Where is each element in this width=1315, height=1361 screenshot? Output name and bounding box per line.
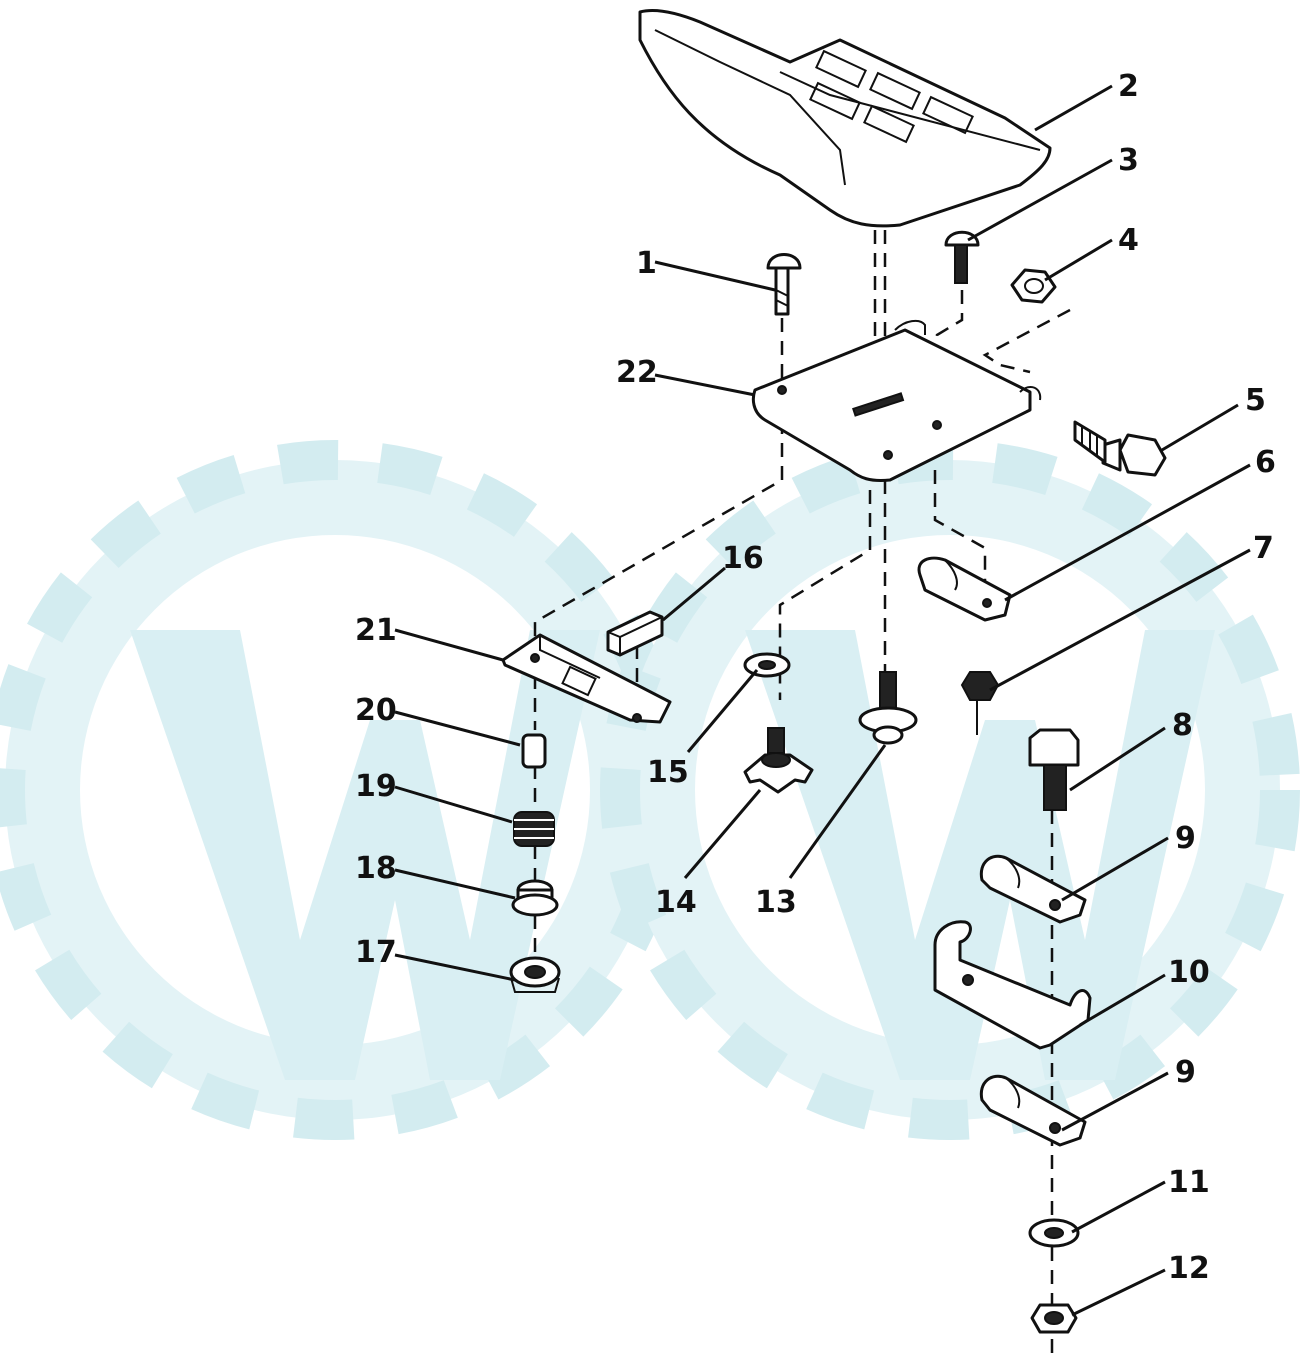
flange-nut-lower — [509, 956, 561, 993]
callout-22: 22 — [616, 355, 658, 390]
callout-7: 7 — [1253, 531, 1274, 566]
hex-bolt-vertical — [1028, 728, 1080, 811]
wing-knob — [743, 727, 814, 794]
seat-hinge-plate — [751, 319, 1042, 482]
callout-14: 14 — [655, 885, 697, 920]
clip-lower — [979, 1074, 1087, 1147]
clip-upper — [979, 854, 1087, 924]
callout-11: 11 — [1168, 1165, 1210, 1200]
clip-bracket-upper — [917, 556, 1012, 622]
hex-bolt-side — [1073, 420, 1167, 477]
seat-bracket — [933, 920, 1092, 1050]
callout-21: 21 — [355, 613, 397, 648]
callout-19: 19 — [355, 769, 397, 804]
callout-12: 12 — [1168, 1251, 1210, 1286]
callout-labels: 1 2 3 4 5 6 7 8 9 10 9 11 12 13 14 15 16… — [355, 69, 1276, 1286]
carriage-bolt — [766, 253, 802, 316]
hex-nut-top — [1010, 268, 1057, 304]
seat — [638, 8, 1052, 228]
bushing — [511, 879, 559, 917]
shoulder-stud — [858, 671, 918, 745]
nut-lower — [1030, 1303, 1078, 1334]
pin — [521, 733, 547, 769]
switch-bracket — [501, 633, 672, 724]
callout-6: 6 — [1255, 445, 1276, 480]
washer-lower — [1028, 1218, 1080, 1248]
callout-17: 17 — [355, 935, 397, 970]
callout-13: 13 — [755, 885, 797, 920]
callout-10: 10 — [1168, 955, 1210, 990]
callout-3: 3 — [1118, 143, 1139, 178]
callout-20: 20 — [355, 693, 397, 728]
callout-8: 8 — [1172, 708, 1193, 743]
spring — [513, 811, 555, 847]
callout-9-upper: 9 — [1175, 821, 1196, 856]
watermark-gear-right — [600, 440, 1300, 1140]
callout-16: 16 — [722, 541, 764, 576]
callout-1: 1 — [636, 246, 657, 281]
watermark-logo — [0, 440, 1300, 1140]
seat-switch — [606, 610, 664, 657]
carriage-bolt-rear — [944, 230, 980, 284]
callout-18: 18 — [355, 851, 397, 886]
callout-5: 5 — [1245, 383, 1266, 418]
leader-lines — [394, 84, 1251, 1317]
watermark-gear-left — [0, 440, 685, 1140]
callout-2: 2 — [1118, 69, 1139, 104]
callout-9-lower: 9 — [1175, 1055, 1196, 1090]
callout-4: 4 — [1118, 223, 1139, 258]
callout-15: 15 — [647, 755, 689, 790]
washer-upper — [743, 652, 791, 678]
